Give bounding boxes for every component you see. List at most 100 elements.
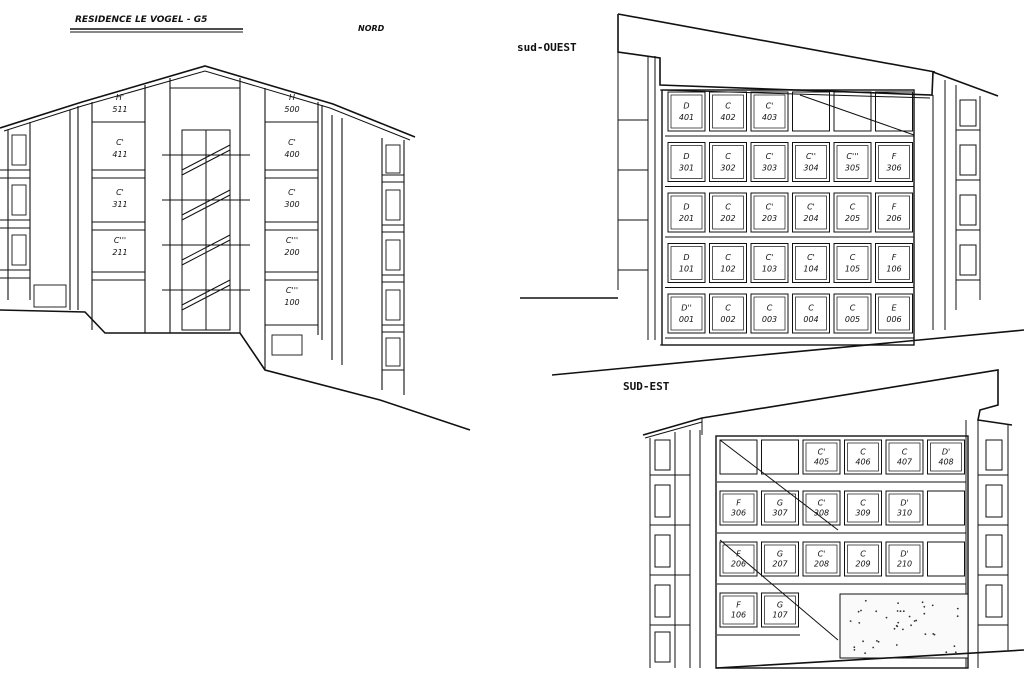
unit-type-label: C' — [807, 202, 815, 211]
speckle-dot — [876, 640, 878, 642]
nord-roof-inner — [3, 70, 411, 141]
sud-ouest-unit-cell: C''304 — [792, 142, 830, 182]
unit-number-label: 006 — [886, 315, 901, 324]
speckle-dot — [956, 615, 959, 618]
unit-number-label: 107 — [772, 610, 788, 619]
sud-est-empty-bay — [719, 439, 758, 475]
nord-unit-number: 500 — [284, 105, 299, 114]
unit-type-label: F — [892, 152, 897, 161]
speckle-dot — [857, 610, 860, 613]
unit-number-label: 310 — [897, 508, 912, 517]
unit-type-label: C — [850, 253, 856, 262]
unit-number-label: 403 — [762, 113, 777, 122]
speckle-dot — [954, 651, 957, 654]
speckle-dot — [858, 622, 861, 624]
unit-type-label: G — [777, 498, 783, 507]
speckle-dot — [902, 628, 904, 631]
sud-est-roof-inner — [644, 421, 703, 439]
unit-type-label: C — [808, 303, 814, 312]
speckle-dot — [864, 652, 866, 655]
unit-number-label: 201 — [679, 214, 694, 223]
unit-type-label: C — [850, 303, 856, 312]
nord-elevation: H'511H500C'411C'400C'311C'300C'''211C'''… — [0, 65, 471, 431]
sud-est-empty-bay — [927, 490, 965, 526]
speckle-dot — [895, 624, 898, 627]
unit-number-label: 002 — [720, 315, 735, 324]
sud-ouest-unit-cell: D 401 — [667, 91, 706, 132]
sud-est-ground-block — [839, 593, 969, 659]
nord-roof — [0, 65, 416, 138]
unit-number-label: 307 — [772, 508, 788, 517]
sud-est-unit-cell: D'408 — [927, 439, 965, 475]
unit-type-label: C — [767, 303, 773, 312]
speckle-dot — [862, 640, 864, 643]
unit-type-label: C' — [766, 253, 774, 262]
nord-structure — [7, 78, 405, 395]
unit-number-label: 103 — [762, 265, 777, 274]
speckle-dot — [924, 633, 927, 636]
speckle-dot — [945, 651, 948, 654]
unit-number-label: 401 — [679, 113, 694, 122]
speckle-dot — [931, 604, 934, 607]
sud-est-empty-bay — [761, 439, 799, 475]
nord-unit-type: C''' — [286, 236, 298, 245]
speckle-dot — [899, 610, 902, 613]
nord-unit-type: H' — [116, 93, 124, 102]
speckle-dot — [921, 601, 924, 604]
unit-type-label: F — [736, 549, 741, 558]
sud-est-facade-frame — [715, 435, 969, 669]
speckle-dot — [908, 615, 911, 618]
unit-type-label: F — [892, 253, 897, 262]
unit-number-label: 106 — [731, 610, 746, 619]
unit-type-label: C — [860, 549, 866, 558]
sud-est-ground-line — [715, 649, 1024, 669]
unit-number-label: 306 — [731, 508, 746, 517]
nord-unit-number: 200 — [284, 248, 299, 257]
unit-number-label: 303 — [762, 164, 777, 173]
unit-number-label: 407 — [897, 457, 913, 466]
nord-unit-labels: H'511H500C'411C'400C'311C'300C'''211C'''… — [112, 93, 299, 307]
unit-number-label: 105 — [845, 265, 860, 274]
unit-number-label: 205 — [845, 214, 860, 223]
sud-ouest-roof-eave — [659, 89, 931, 99]
nord-unit-type: C' — [288, 138, 296, 147]
nord-unit-number: 411 — [112, 150, 127, 159]
speckle-dot — [893, 627, 896, 630]
speckle-dot — [853, 646, 856, 649]
unit-number-label: 305 — [845, 164, 860, 173]
unit-type-label: C'' — [806, 152, 816, 161]
sud-ouest-unit-cell: C'403 — [750, 91, 789, 132]
speckle-dot — [953, 645, 956, 648]
unit-number-label: 206 — [886, 214, 901, 223]
speckle-dot — [896, 610, 899, 612]
sud-ouest-unit-cell: C'''305 — [833, 142, 872, 182]
unit-number-label: 301 — [679, 164, 694, 173]
unit-number-label: 106 — [886, 265, 901, 274]
speckle-dot — [913, 620, 916, 622]
unit-number-label: 210 — [897, 559, 912, 568]
sud-ouest-unit-cell: C 205 — [833, 192, 872, 233]
unit-number-label: 309 — [855, 508, 870, 517]
unit-type-label: C' — [818, 549, 826, 558]
unit-type-label: C — [850, 202, 856, 211]
view-label-sud-ouest: sud-OUEST — [517, 41, 577, 54]
unit-type-label: G — [777, 549, 783, 558]
speckle-dot — [864, 599, 867, 602]
nord-staircase — [162, 129, 250, 331]
unit-number-label: 408 — [938, 457, 953, 466]
unit-type-label: C' — [766, 152, 774, 161]
speckle-dot — [956, 607, 959, 610]
unit-type-label: D — [683, 101, 689, 110]
unit-type-label: D' — [900, 498, 908, 507]
unit-type-label: D' — [900, 549, 908, 558]
